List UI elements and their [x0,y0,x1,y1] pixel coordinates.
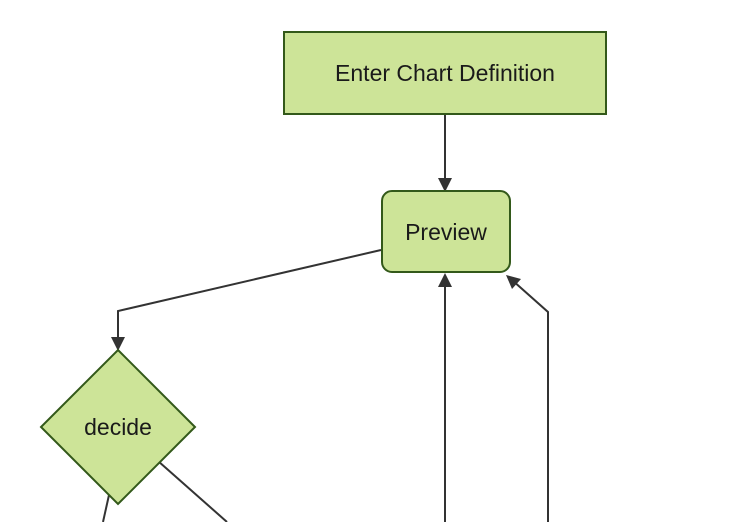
node-preview: Preview [381,190,511,273]
edge-offscreen-bottom-to-preview-corner [506,275,549,522]
diamond-shape [39,348,197,506]
edge-line [117,249,382,338]
node-enter-chart-definition: Enter Chart Definition [283,31,607,115]
edge-offscreen-bottom-to-preview [438,273,452,522]
edge-line [157,460,228,522]
arrowhead-down-icon [438,178,452,192]
arrowhead-up-left-icon [506,275,521,289]
edge-line [102,494,110,522]
node-label-enter-chart-definition: Enter Chart Definition [335,60,555,86]
arrowhead-up-icon [438,273,452,287]
edge-line [511,279,549,522]
edge-decide-out-bottom-right [157,460,228,522]
node-label-preview: Preview [405,219,487,245]
edge-preview-to-decide [111,249,382,351]
rectangle-shape [283,31,607,115]
arrowhead-down-icon [111,337,125,351]
edge-decide-out-bottom-left [102,494,110,522]
rounded-rectangle-shape [381,190,511,273]
node-label-decide: decide [84,414,152,440]
edge-enter-to-preview [438,115,452,192]
node-decide: decide [39,348,197,506]
